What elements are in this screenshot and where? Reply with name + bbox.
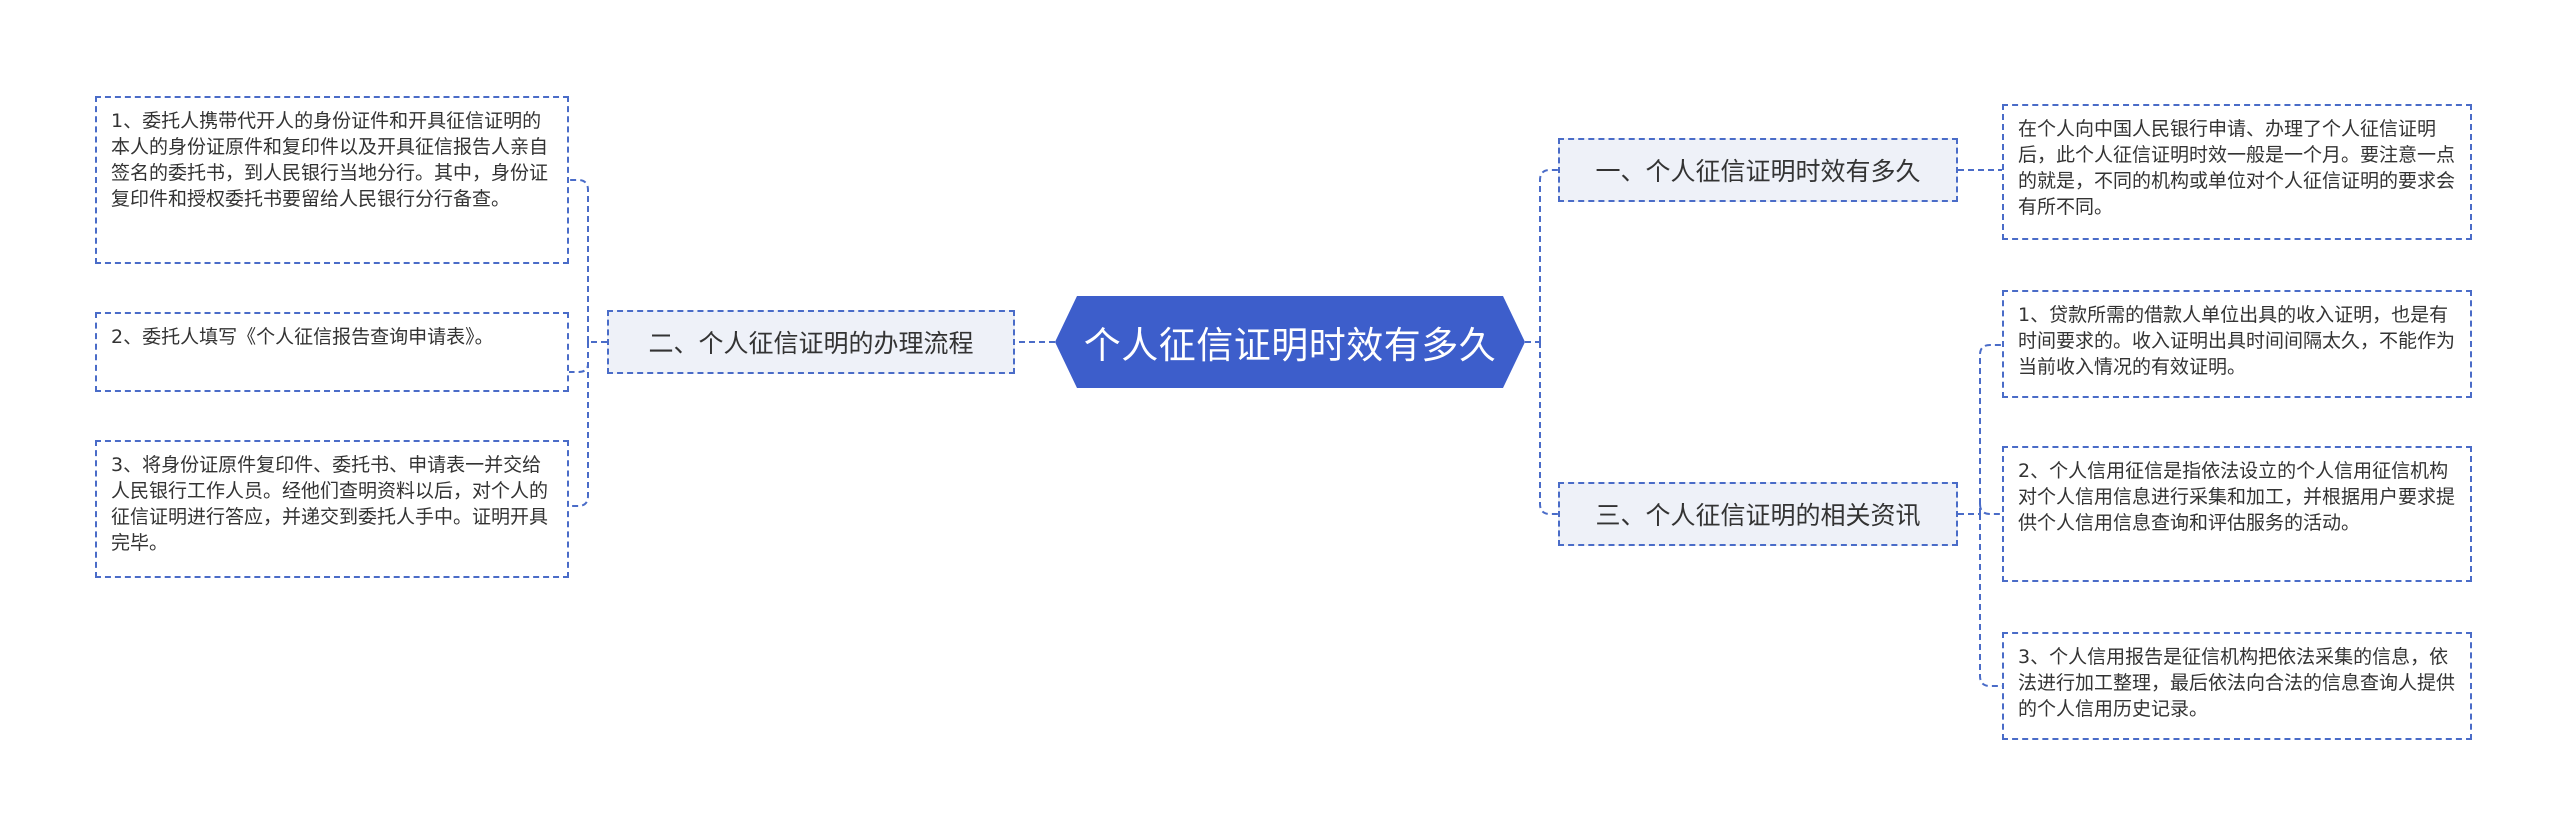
- branch-label: 二、个人征信证明的办理流程: [648, 329, 974, 358]
- branch-label: 三、个人征信证明的相关资讯: [1595, 501, 1921, 530]
- leaf-text: 2、委托人填写《个人征信报告查询申请表》。: [111, 326, 494, 348]
- leaf-related-info-2[interactable]: 2、个人信用征信是指依法设立的个人信用征信机构对个人信用信息进行采集和加工，并根…: [2002, 446, 2472, 582]
- link-branch2-leaves: [569, 179, 607, 507]
- leaf-process-step-1[interactable]: 1、委托人携带代开人的身份证件和开具征信证明的本人的身份证原件和复印件以及开具征…: [95, 96, 569, 264]
- branch-related-info[interactable]: 三、个人征信证明的相关资讯: [1558, 482, 1958, 546]
- link-branch3-leaves: [1958, 344, 2002, 687]
- leaf-related-info-1[interactable]: 1、贷款所需的借款人单位出具的收入证明，也是有时间要求的。收入证明出具时间间隔太…: [2002, 290, 2472, 398]
- leaf-text: 3、个人信用报告是征信机构把依法采集的信息，依法进行加工整理，最后依法向合法的信…: [2018, 646, 2456, 720]
- central-topic-label: 个人征信证明时效有多久: [1083, 324, 1497, 367]
- leaf-text: 1、委托人携带代开人的身份证件和开具征信证明的本人的身份证原件和复印件以及开具征…: [111, 110, 549, 210]
- leaf-process-step-2[interactable]: 2、委托人填写《个人征信报告查询申请表》。: [95, 312, 569, 392]
- leaf-text: 在个人向中国人民银行申请、办理了个人征信证明后，此个人征信证明时效一般是一个月。…: [2018, 118, 2456, 218]
- branch-validity[interactable]: 一、个人征信证明时效有多久: [1558, 138, 1958, 202]
- link-central-right-trunk: [1525, 169, 1558, 515]
- leaf-process-step-3[interactable]: 3、将身份证原件复印件、委托书、申请表一并交给人民银行工作人员。经他们查明资料以…: [95, 440, 569, 578]
- central-topic[interactable]: 个人征信证明时效有多久: [1055, 296, 1525, 388]
- leaf-text: 3、将身份证原件复印件、委托书、申请表一并交给人民银行工作人员。经他们查明资料以…: [111, 454, 549, 554]
- leaf-text: 2、个人信用征信是指依法设立的个人信用征信机构对个人信用信息进行采集和加工，并根…: [2018, 460, 2456, 534]
- branch-label: 一、个人征信证明时效有多久: [1595, 157, 1921, 186]
- leaf-text: 1、贷款所需的借款人单位出具的收入证明，也是有时间要求的。收入证明出具时间间隔太…: [2018, 304, 2456, 378]
- branch-process[interactable]: 二、个人征信证明的办理流程: [607, 310, 1015, 374]
- leaf-related-info-3[interactable]: 3、个人信用报告是征信机构把依法采集的信息，依法进行加工整理，最后依法向合法的信…: [2002, 632, 2472, 740]
- leaf-validity-detail[interactable]: 在个人向中国人民银行申请、办理了个人征信证明后，此个人征信证明时效一般是一个月。…: [2002, 104, 2472, 240]
